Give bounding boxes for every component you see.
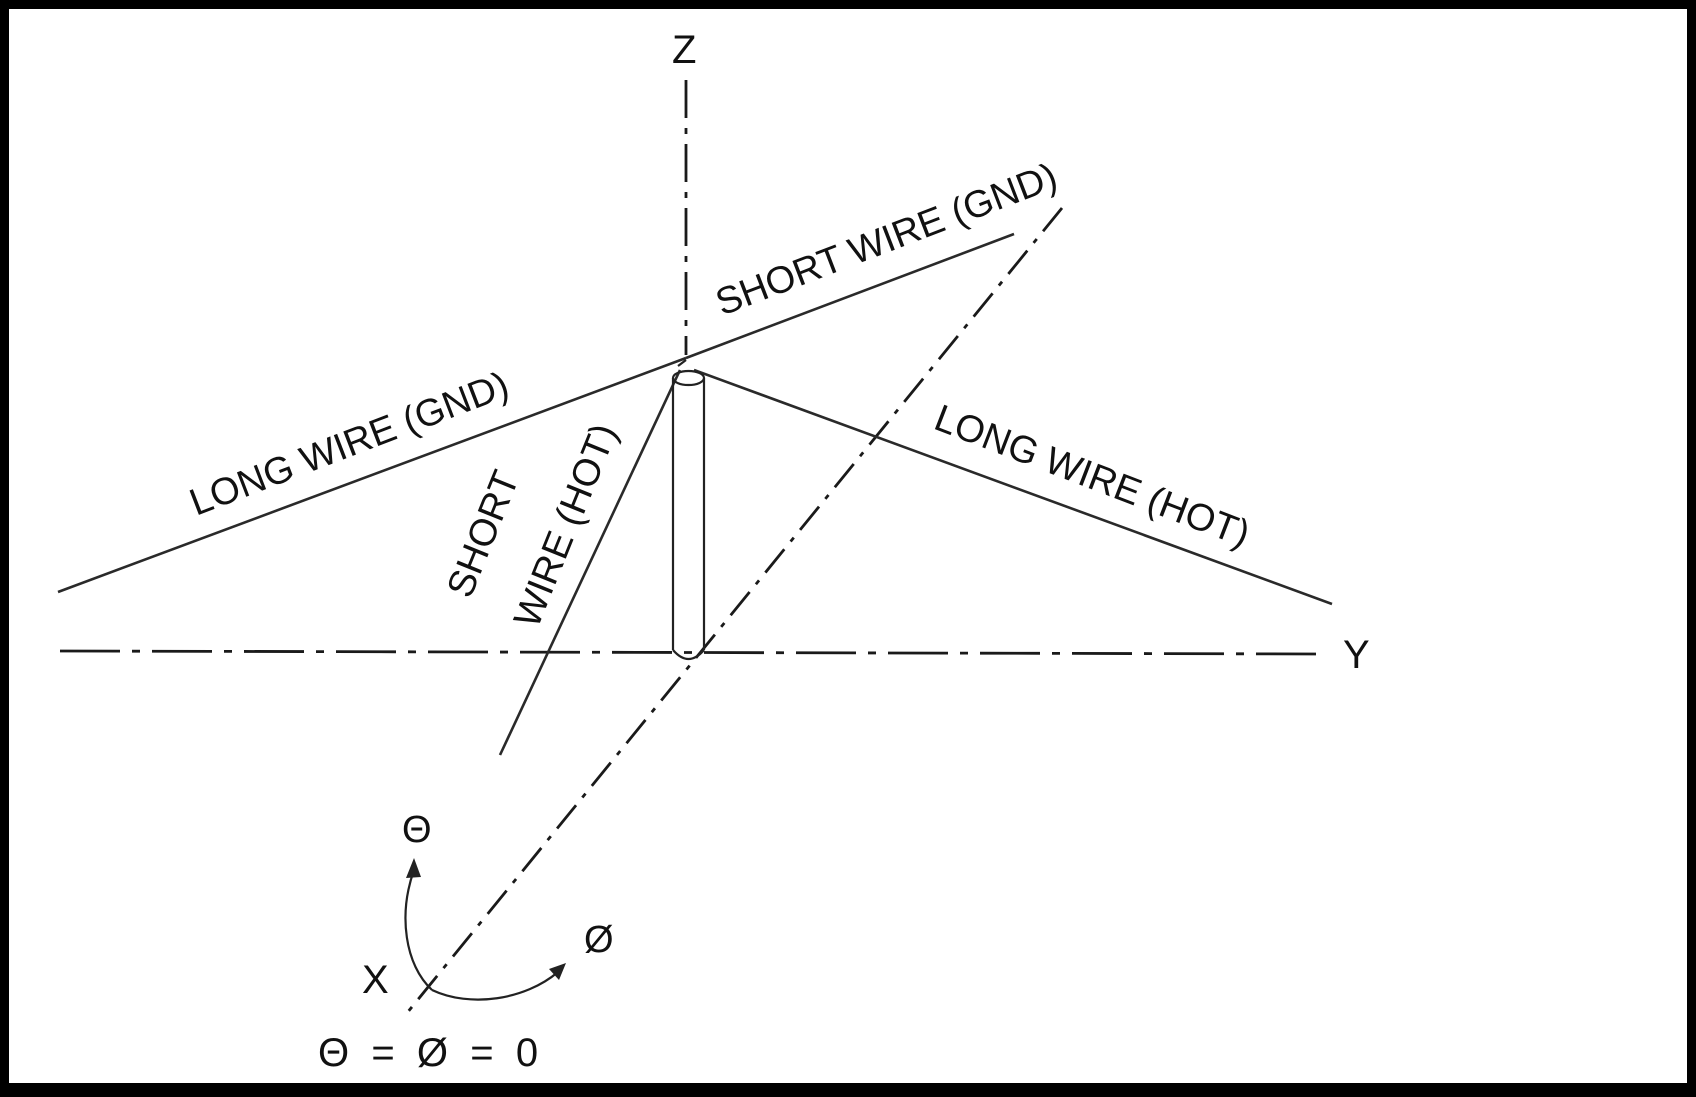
x-axis-line: [405, 207, 1064, 1014]
x-axis-label: X: [362, 958, 389, 1002]
mast: [671, 359, 706, 661]
long-wire-hot-label: LONG WIRE (HOT): [929, 397, 1255, 556]
short-wire-hot-line: [498, 369, 682, 756]
y-axis-line: [59, 649, 1323, 656]
theta-arrow: [404, 858, 433, 991]
phi-arrow: [431, 963, 566, 1001]
theta-label: Θ: [402, 809, 432, 851]
z-axis-label: Z: [672, 28, 696, 72]
short-wire-gnd-line: [685, 232, 1015, 360]
long-wire-gnd-label: LONG WIRE (GND): [184, 364, 514, 524]
y-axis-label: Y: [1343, 633, 1370, 677]
phi-label: Ø: [584, 919, 614, 961]
long-wire-gnd-line: [57, 356, 687, 594]
origin-equation: Θ = Ø = 0: [318, 1031, 538, 1075]
short-wire-gnd-label: SHORT WIRE (GND): [710, 156, 1063, 325]
long-wire-hot-line: [693, 368, 1333, 606]
short-wire-hot-label-line1: SHORT: [439, 465, 528, 603]
